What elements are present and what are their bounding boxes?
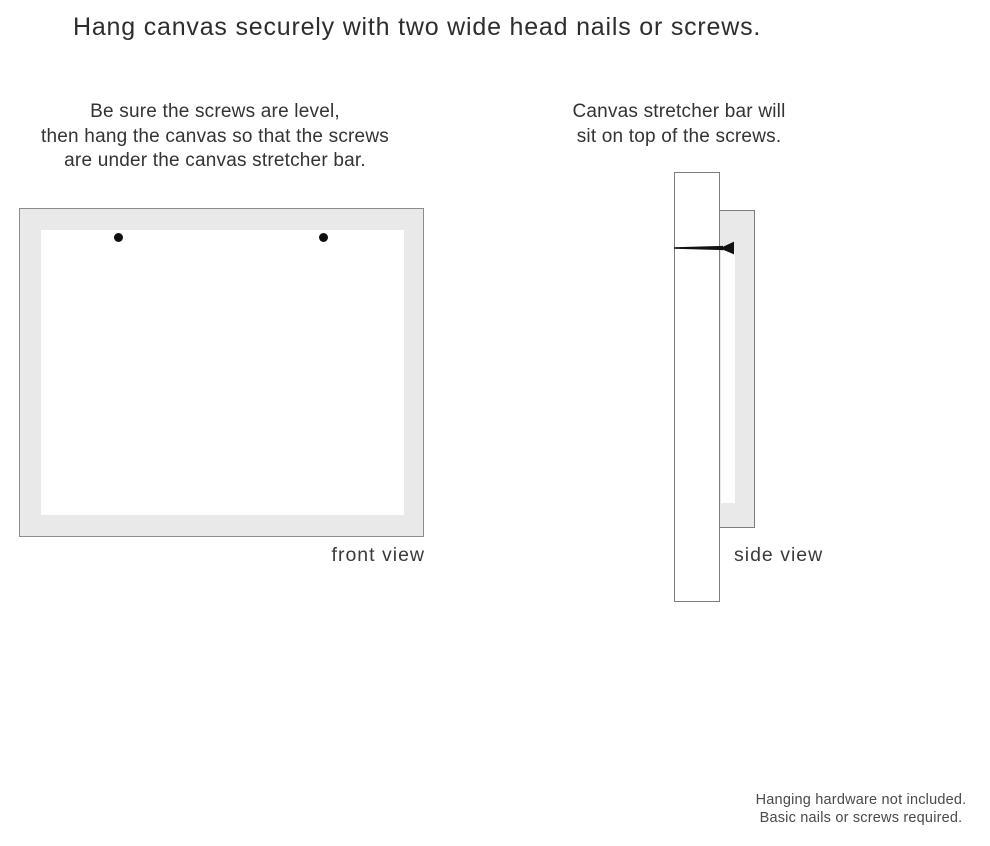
side-view-label: side view [734,544,824,566]
front-view-instruction: Be sure the screws are level, then hang … [15,100,415,174]
footnote-line: Basic nails or screws required. [759,810,963,826]
side-view-wall [674,172,720,602]
instruction-line: then hang the canvas so that the screws [41,125,389,147]
nail-icon [674,241,734,255]
front-view-canvas-frame [19,208,424,537]
instruction-line: sit on top of the screws. [576,125,782,147]
front-view-canvas-face [41,230,404,515]
instruction-line: are under the canvas stretcher bar. [64,150,366,171]
hardware-footnote: Hanging hardware not included. Basic nai… [730,791,990,827]
side-view-instruction: Canvas stretcher bar will sit on top of … [529,100,829,149]
side-view-canvas-bar [719,210,755,528]
side-view-canvas-face [721,251,735,503]
instruction-line: Canvas stretcher bar will [572,101,786,122]
footnote-line: Hanging hardware not included. [755,792,967,808]
page-title: Hang canvas securely with two wide head … [73,13,762,41]
screw-head-left-icon [114,233,123,242]
front-view-label: front view [331,544,425,566]
screw-head-right-icon [319,233,328,242]
instruction-line: Be sure the screws are level, [90,101,340,122]
